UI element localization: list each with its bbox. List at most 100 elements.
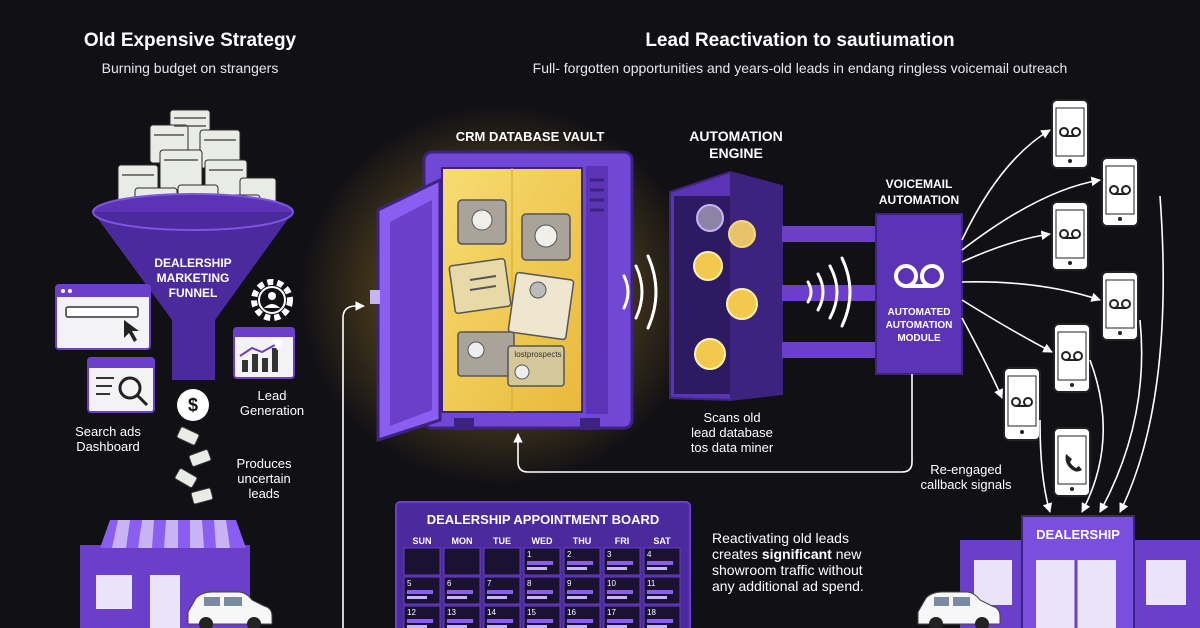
summary-line-1: Reactivating old leads xyxy=(712,530,849,546)
appointment-bar xyxy=(607,590,633,594)
falling-cash-icon xyxy=(174,426,214,505)
summary-line-2-bold: significant xyxy=(761,546,832,562)
engine-caption-1: Scans old xyxy=(703,410,761,425)
gear-icon xyxy=(251,279,293,321)
appointment-bar xyxy=(527,619,553,623)
voicemail-label-2: AUTOMATION xyxy=(878,193,960,207)
calendar-day-mon: MON xyxy=(452,536,473,546)
calendar-date-2: 2 xyxy=(567,550,572,559)
appointment-bar xyxy=(647,619,673,623)
automation-engine-icon xyxy=(669,170,783,402)
summary-line-2: creates significant new xyxy=(712,546,952,562)
appointment-bar xyxy=(647,590,673,594)
appointment-bar xyxy=(447,619,473,623)
right-title: Lead Reactivation to sautiumation xyxy=(645,30,955,51)
appointment-bar xyxy=(487,625,507,628)
left-car-icon xyxy=(187,591,273,628)
calendar-date-7: 7 xyxy=(487,579,492,588)
appointment-bar xyxy=(567,561,593,565)
contact-card-icons xyxy=(448,199,575,387)
calendar-date-6: 6 xyxy=(447,579,452,588)
calendar-date-9: 9 xyxy=(567,579,572,588)
appointment-bar xyxy=(447,596,467,599)
appointment-bar xyxy=(607,596,627,599)
engine-label-1: AUTOMATION xyxy=(689,128,783,144)
appointment-bar xyxy=(607,619,633,623)
appointment-bar xyxy=(407,596,427,599)
marketing-funnel-icon xyxy=(92,193,294,380)
appointment-bar xyxy=(567,625,587,628)
calendar-date-12: 12 xyxy=(407,608,416,617)
calendar-date-13: 13 xyxy=(447,608,456,617)
calendar-date-3: 3 xyxy=(607,550,612,559)
appointment-bar xyxy=(487,596,507,599)
calendar-date-5: 5 xyxy=(407,579,412,588)
appointment-bar xyxy=(647,567,667,570)
connector-pipes xyxy=(782,226,878,358)
feedback-loop-line xyxy=(513,374,913,473)
calendar-date-18: 18 xyxy=(647,608,656,617)
summary-line-2-post: new xyxy=(831,546,862,562)
calendar-day-wed: WED xyxy=(532,536,553,546)
appointment-bar xyxy=(527,561,553,565)
calendar-cell[interactable] xyxy=(403,547,441,576)
svg-text:$: $ xyxy=(188,395,198,415)
appointment-bar xyxy=(527,625,547,628)
appointment-bar xyxy=(607,567,627,570)
lead-generation-chart-icon xyxy=(233,327,295,379)
appointment-bar xyxy=(647,596,667,599)
right-subtitle: Full- forgotten opportunities and years-… xyxy=(532,60,1068,76)
calendar-day-tue: TUE xyxy=(493,536,511,546)
calendar-date-14: 14 xyxy=(487,608,496,617)
calendar-date-1: 1 xyxy=(527,550,532,559)
right-car-icon xyxy=(917,591,1001,628)
appointment-bar xyxy=(447,625,467,628)
appointment-bar xyxy=(567,619,593,623)
outreach-arrows xyxy=(961,129,1101,399)
appointment-bar xyxy=(447,590,473,594)
calendar-date-11: 11 xyxy=(647,579,656,588)
appointment-bar xyxy=(647,561,673,565)
appointment-bar xyxy=(407,619,433,623)
voicemail-label-1: VOICEMAIL xyxy=(885,177,953,191)
appointment-bar xyxy=(567,596,587,599)
funnel-label-3: FUNNEL xyxy=(168,286,218,300)
calendar-day-sat: SAT xyxy=(653,536,671,546)
appointment-bar xyxy=(527,590,553,594)
appointment-bar xyxy=(607,625,627,628)
appointment-bar xyxy=(567,567,587,570)
appointment-bar xyxy=(407,590,433,594)
search-ads-label-2: Dashboard xyxy=(76,439,140,454)
vault-label: CRM DATABASE VAULT xyxy=(455,129,605,144)
search-dashboard-icon xyxy=(87,357,155,413)
module-label-1: AUTOMATED xyxy=(887,307,951,318)
left-loop-line xyxy=(342,301,365,628)
funnel-label-2: MARKETING xyxy=(156,271,230,285)
engine-label-2: ENGINE xyxy=(709,145,763,161)
appointment-bar xyxy=(607,561,633,565)
dollar-coin-icon: $ xyxy=(177,389,209,421)
calendar-date-10: 10 xyxy=(607,579,616,588)
calendar-day-sun: SUN xyxy=(412,536,431,546)
dealership-sign: DEALERSHIP xyxy=(1036,527,1120,542)
produces-label-3: leads xyxy=(248,486,280,501)
calendar-cell[interactable] xyxy=(443,547,481,576)
engine-caption-2: lead database xyxy=(691,425,773,440)
appointment-bar xyxy=(407,625,427,628)
calendar-date-4: 4 xyxy=(647,550,652,559)
lead-gen-label-1: Lead xyxy=(257,388,287,403)
appointment-bar xyxy=(567,590,593,594)
produces-label-2: uncertain xyxy=(237,471,291,486)
calendar-day-fri: FRI xyxy=(615,536,630,546)
search-ads-label-1: Search ads xyxy=(75,424,141,439)
engine-caption-3: tos data miner xyxy=(690,440,774,455)
calendar-cell[interactable] xyxy=(483,547,521,576)
voicemail-module-icon xyxy=(875,213,963,375)
search-ads-browser-icon xyxy=(55,284,151,350)
callback-label-1: Re-engaged xyxy=(930,462,1002,477)
appointment-bar xyxy=(487,590,513,594)
signal-waves-icon-2 xyxy=(806,256,852,328)
module-label-3: MODULE xyxy=(897,333,941,344)
